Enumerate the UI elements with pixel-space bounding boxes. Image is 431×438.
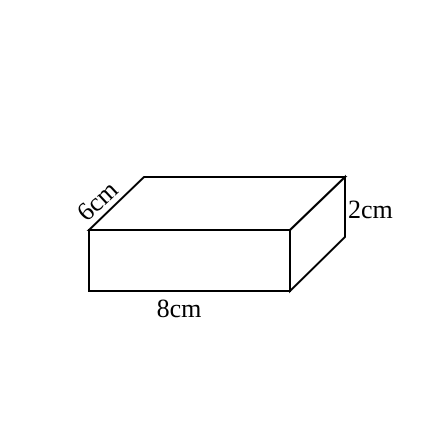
width-label: 8cm xyxy=(157,294,202,323)
height-label: 2cm xyxy=(348,195,393,224)
top-face xyxy=(86,176,348,231)
side-face xyxy=(289,174,346,294)
front-face xyxy=(88,229,291,292)
depth-label: 6cm xyxy=(71,175,124,227)
